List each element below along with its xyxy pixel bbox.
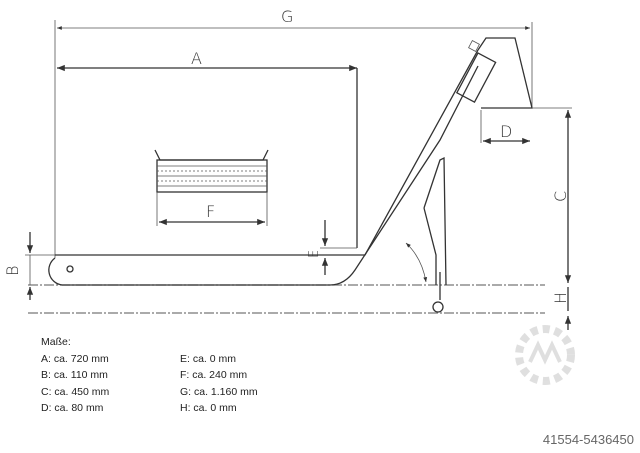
legend-item: F: ca. 240 mm bbox=[180, 369, 248, 381]
legend-item: G: ca. 1.160 mm bbox=[180, 385, 258, 398]
legend-item: A: ca. 720 mm bbox=[41, 352, 109, 365]
label-c: C bbox=[551, 191, 570, 202]
caster-wheel bbox=[432, 301, 444, 313]
legend-item: E: ca. 0 mm bbox=[180, 352, 237, 365]
label-e: E bbox=[307, 250, 322, 258]
legend-title: Maße: bbox=[41, 336, 71, 348]
dimensions-legend-right: E: ca. 0 mm F: ca. 240 mm G: ca. 1.160 m… bbox=[180, 351, 258, 417]
label-a: A bbox=[191, 49, 202, 68]
label-g: G bbox=[281, 7, 293, 26]
label-b: B bbox=[3, 266, 22, 276]
drive-head bbox=[477, 37, 533, 109]
dimensions-legend-left: Maße: A: ca. 720 mm B: ca. 110 mm C: ca.… bbox=[41, 334, 109, 417]
legend-item: H: ca. 0 mm bbox=[180, 402, 237, 414]
chip-grid bbox=[154, 149, 269, 193]
label-f: F bbox=[206, 202, 215, 221]
legend-item: B: ca. 110 mm bbox=[41, 369, 108, 381]
conveyor-bottom-edge bbox=[62, 65, 479, 286]
angle-indicator bbox=[405, 242, 428, 283]
label-d: D bbox=[500, 122, 512, 141]
motor bbox=[455, 52, 497, 103]
watermark-logo bbox=[515, 325, 575, 385]
support-leg bbox=[423, 156, 447, 286]
legend-item: D: ca. 80 mm bbox=[41, 402, 104, 414]
listing-id: 41554-5436450 bbox=[542, 432, 634, 447]
legend-item: C: ca. 450 mm bbox=[41, 385, 110, 398]
label-h: H bbox=[551, 292, 570, 304]
